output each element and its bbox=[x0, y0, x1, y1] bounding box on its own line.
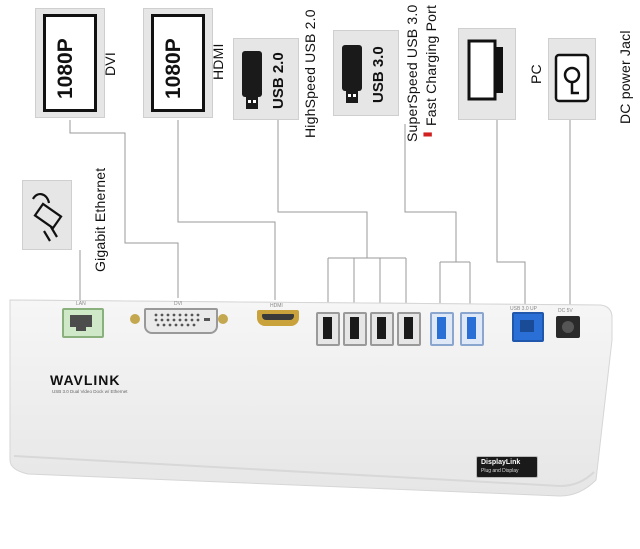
hdmi-port bbox=[257, 310, 299, 326]
usb3-tile: USB 3.0 bbox=[333, 30, 399, 116]
power-plug-icon bbox=[554, 53, 590, 103]
usb2-port bbox=[343, 312, 367, 346]
usb-stick-icon bbox=[342, 45, 362, 103]
dvi-port bbox=[130, 306, 228, 334]
ethernet-port bbox=[62, 308, 104, 338]
port-mark-lan: LAN bbox=[76, 301, 86, 307]
dvi-monitor-tile: 1080P bbox=[35, 8, 105, 118]
port-mark-usb-up: USB 3.0 UP bbox=[510, 306, 537, 312]
displaylink-badge-line2: Plug and Display bbox=[481, 468, 519, 474]
displaylink-badge-line1: DisplayLink bbox=[481, 459, 521, 466]
brand-tagline: USB 3.0 Dual Video Dock w/ Ethernet bbox=[52, 389, 128, 394]
ethernet-cable-icon bbox=[32, 193, 63, 242]
usb3-port bbox=[460, 312, 484, 346]
brand-logo: WAVLINK bbox=[50, 372, 121, 388]
monitor-icon: 1080P bbox=[43, 14, 97, 112]
usb2-port bbox=[397, 312, 421, 346]
dc-tile bbox=[548, 38, 596, 120]
port-mark-dc: DC 5V bbox=[558, 308, 573, 314]
usb3-port bbox=[430, 312, 454, 346]
pc-tile bbox=[458, 28, 516, 120]
usb2-port bbox=[370, 312, 394, 346]
monitor-icon: 1080P bbox=[151, 14, 205, 112]
hdmi-monitor-tile: 1080P bbox=[143, 8, 213, 118]
usb-upstream-port bbox=[512, 312, 544, 342]
laptop-icon bbox=[467, 39, 503, 101]
port-mark-dvi: DVI bbox=[174, 301, 183, 307]
usb2-port bbox=[316, 312, 340, 346]
displaylink-badge: DisplayLink Plug and Display bbox=[476, 456, 538, 478]
dc-power-port bbox=[556, 316, 580, 338]
ethernet-tile bbox=[22, 180, 72, 250]
port-mark-hdmi: HDMI bbox=[270, 303, 283, 309]
usb-stick-icon bbox=[242, 51, 262, 109]
usb2-tile: USB 2.0 bbox=[233, 38, 299, 120]
